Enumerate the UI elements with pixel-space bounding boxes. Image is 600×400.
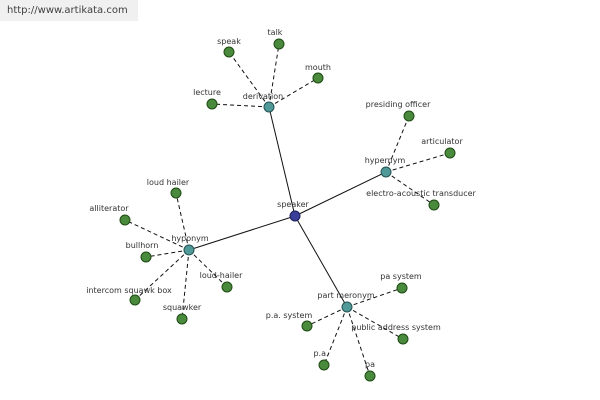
node-speaker-label[interactable]: speaker: [277, 200, 309, 209]
node-electro-acoustic-transducer[interactable]: [428, 199, 440, 211]
edge-speaker-part-meronym: [294, 215, 348, 308]
node-speaker[interactable]: [289, 210, 301, 222]
graph-nodes: [119, 38, 456, 382]
node-presiding-officer-label[interactable]: presiding officer: [366, 100, 431, 109]
node-bullhorn-label[interactable]: bullhorn: [126, 241, 159, 250]
source-url[interactable]: http://www.artikata.com: [0, 0, 138, 21]
node-loud-hailer-2[interactable]: [221, 281, 233, 293]
node-speak[interactable]: [223, 46, 235, 58]
edge-speaker-hyponym: [188, 215, 296, 251]
edge-derivation-speak: [228, 51, 270, 108]
edge-hyponym-loud-hailer: [175, 192, 190, 251]
node-squawker[interactable]: [176, 313, 188, 325]
node-lecture-label[interactable]: lecture: [193, 88, 221, 97]
node-part-meronym-label[interactable]: part meronym: [317, 291, 374, 300]
edge-part-meronym-p-a-system: [306, 306, 348, 327]
node-p-a-system[interactable]: [301, 320, 313, 332]
node-mouth-label[interactable]: mouth: [305, 63, 331, 72]
edge-derivation-mouth: [268, 77, 319, 108]
edge-hypernym-presiding-officer: [385, 115, 410, 173]
node-electro-acoustic-transducer-label[interactable]: electro-acoustic transducer: [366, 189, 476, 198]
node-speak-label[interactable]: speak: [217, 37, 241, 46]
node-squawker-label[interactable]: squawker: [163, 303, 202, 312]
edge-speaker-hypernym: [294, 171, 387, 217]
node-loud-hailer-label[interactable]: loud hailer: [147, 178, 190, 187]
edge-hyponym-bullhorn: [145, 249, 190, 258]
node-intercom-squawk-box[interactable]: [129, 294, 141, 306]
node-derivation[interactable]: [263, 101, 275, 113]
node-p-a-label[interactable]: p.a.: [313, 349, 328, 358]
node-part-meronym[interactable]: [341, 301, 353, 313]
graph-labels: speak talk mouth lecture presiding officer ar…: [86, 28, 476, 369]
node-articulator[interactable]: [444, 147, 456, 159]
node-mouth[interactable]: [312, 72, 324, 84]
edge-derivation-talk: [268, 43, 280, 108]
edge-hyponym-loud-hailer-2: [188, 249, 228, 288]
node-p-a[interactable]: [318, 359, 330, 371]
node-loud-hailer[interactable]: [170, 187, 182, 199]
node-hyponym-label[interactable]: hyponym: [171, 234, 209, 243]
edge-derivation-lecture: [211, 103, 270, 108]
node-public-address-system[interactable]: [397, 333, 409, 345]
edge-part-meronym-pa: [346, 306, 371, 377]
node-talk-label[interactable]: talk: [268, 28, 283, 37]
node-hypernym-label[interactable]: hypernym: [365, 156, 406, 165]
graph-edges: [124, 43, 451, 377]
node-alliterator-label[interactable]: alliterator: [89, 204, 129, 213]
edge-part-meronym-pa-system: [346, 287, 403, 308]
node-intercom-squawk-box-label[interactable]: intercom squawk box: [86, 286, 172, 295]
node-pa-label[interactable]: pa: [365, 360, 375, 369]
node-articulator-label[interactable]: articulator: [421, 137, 463, 146]
node-hypernym[interactable]: [380, 166, 392, 178]
node-hyponym[interactable]: [183, 244, 195, 256]
node-loud-hailer-2-label[interactable]: loud-hailer: [200, 271, 243, 280]
node-pa-system[interactable]: [396, 282, 408, 294]
node-lecture[interactable]: [206, 98, 218, 110]
edge-speaker-derivation: [268, 106, 296, 217]
node-bullhorn[interactable]: [140, 251, 152, 263]
node-pa[interactable]: [364, 370, 376, 382]
edge-hypernym-electro-acoustic-transducer: [385, 171, 435, 206]
edge-hyponym-squawker: [181, 249, 190, 320]
node-presiding-officer[interactable]: [403, 110, 415, 122]
edge-hyponym-intercom-squawk-box: [134, 249, 190, 301]
edge-hyponym-alliterator: [124, 219, 190, 251]
node-talk[interactable]: [273, 38, 285, 50]
node-derivation-label[interactable]: derivation: [243, 92, 283, 101]
node-alliterator[interactable]: [119, 214, 131, 226]
edge-part-meronym-public-address-system: [346, 306, 404, 340]
edge-part-meronym-p-a: [323, 306, 348, 366]
node-p-a-system-label[interactable]: p.a. system: [266, 311, 313, 320]
node-pa-system-label[interactable]: pa system: [380, 272, 422, 281]
node-public-address-system-label[interactable]: public address system: [351, 323, 441, 332]
